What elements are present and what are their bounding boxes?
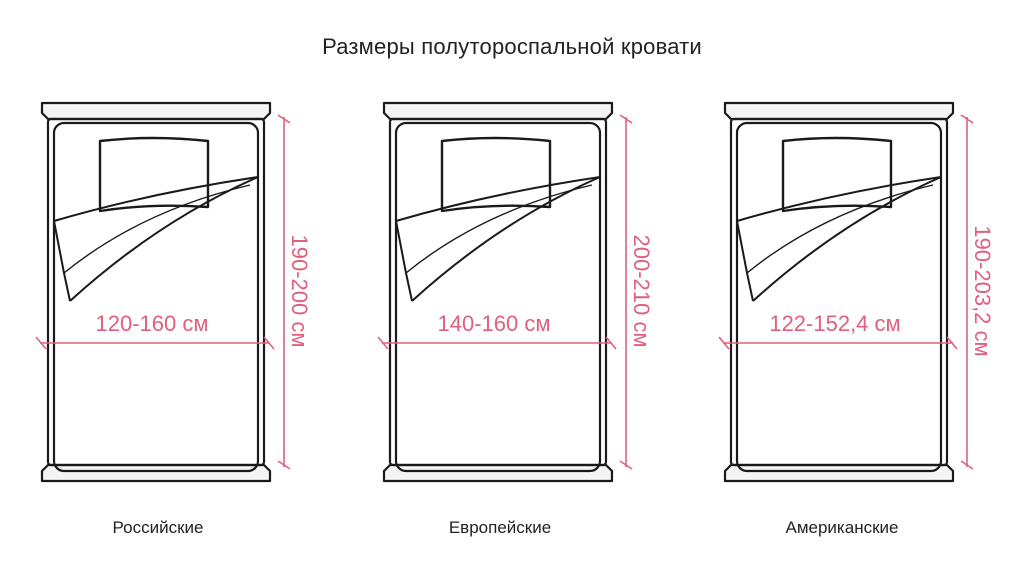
length-label: 200-210 см	[629, 235, 654, 348]
page-title: Размеры полутороспальной кровати	[322, 34, 702, 59]
length-label: 190-200 см	[287, 235, 312, 348]
bed-drawing: 122-152,4 см 190-203,2 см	[718, 101, 995, 483]
caption-american: Американские	[785, 518, 899, 537]
bed-diagram-american: 122-152,4 см 190-203,2 см	[718, 95, 1023, 495]
bed-drawing: 140-160 см 200-210 см	[377, 101, 654, 483]
bed-diagram-russian: 120-160 см 190-200 см	[35, 95, 340, 495]
width-label: 122-152,4 см	[769, 311, 900, 336]
caption-russian: Российские	[112, 518, 204, 537]
bed-diagram-european: 140-160 см 200-210 см	[377, 95, 682, 495]
width-label: 120-160 см	[96, 311, 209, 336]
length-label: 190-203,2 см	[970, 225, 995, 356]
width-label: 140-160 см	[438, 311, 551, 336]
bed-drawing: 120-160 см 190-200 см	[35, 101, 312, 483]
caption-european: Европейские	[448, 518, 552, 537]
